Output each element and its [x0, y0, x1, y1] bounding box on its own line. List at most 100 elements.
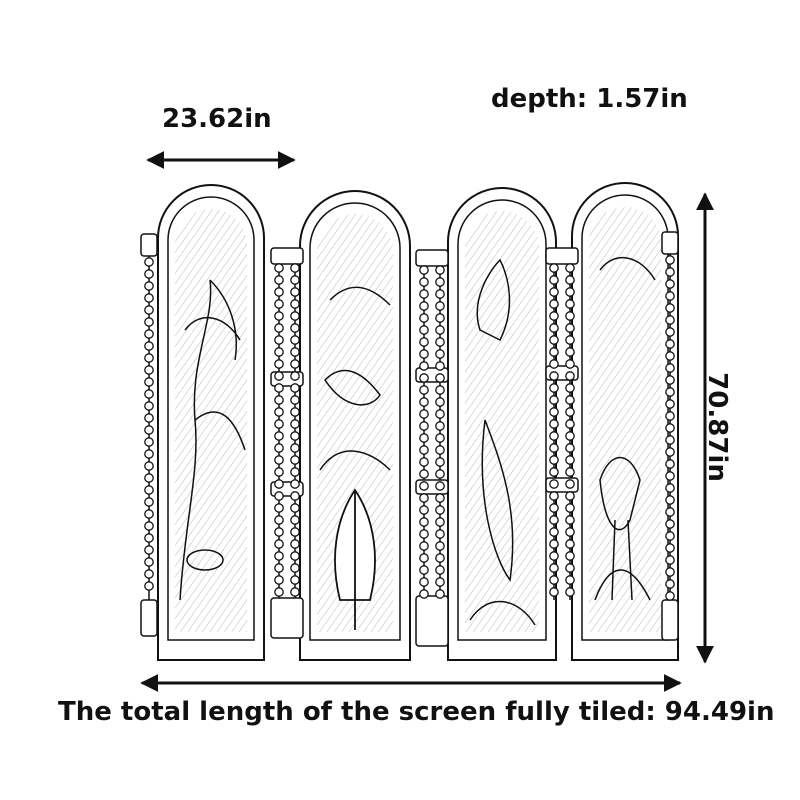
bead	[419, 517, 429, 527]
total-length-label: The total length of the screen fully til…	[58, 697, 775, 727]
bead	[274, 563, 284, 573]
bead	[665, 279, 675, 289]
bead	[565, 335, 575, 345]
bead	[274, 455, 284, 465]
bead	[290, 359, 300, 369]
bead	[665, 591, 675, 601]
bead	[144, 413, 154, 423]
bead	[565, 515, 575, 525]
bead	[549, 419, 559, 429]
bead	[419, 397, 429, 407]
bead	[549, 311, 559, 321]
bead	[290, 563, 300, 573]
bead	[290, 503, 300, 513]
bead	[565, 275, 575, 285]
bead	[274, 419, 284, 429]
bead	[435, 529, 445, 539]
bead	[290, 587, 300, 597]
bead	[290, 575, 300, 585]
bead	[665, 435, 675, 445]
bead	[419, 373, 429, 383]
bead	[435, 457, 445, 467]
bead	[144, 317, 154, 327]
bead	[565, 503, 575, 513]
bead	[435, 577, 445, 587]
bead	[290, 527, 300, 537]
bead	[144, 341, 154, 351]
bead	[419, 409, 429, 419]
bead	[565, 563, 575, 573]
bead	[435, 313, 445, 323]
bead	[549, 503, 559, 513]
bead	[274, 383, 284, 393]
depth-label: depth: 1.57in	[491, 84, 688, 114]
bead	[565, 311, 575, 321]
bead	[565, 371, 575, 381]
bead	[565, 443, 575, 453]
bead	[665, 579, 675, 589]
bead	[565, 323, 575, 333]
bead	[290, 455, 300, 465]
bead	[565, 347, 575, 357]
bead	[419, 433, 429, 443]
bead	[274, 323, 284, 333]
bead	[274, 395, 284, 405]
bead	[549, 479, 559, 489]
bead	[665, 471, 675, 481]
bead	[144, 581, 154, 591]
bead	[419, 385, 429, 395]
bead	[435, 373, 445, 383]
bead	[565, 551, 575, 561]
bead	[419, 337, 429, 347]
bead	[419, 565, 429, 575]
bead	[274, 539, 284, 549]
bead	[565, 527, 575, 537]
bead	[290, 287, 300, 297]
bead	[290, 371, 300, 381]
screen-panel-3	[447, 187, 557, 661]
bead	[144, 281, 154, 291]
bead	[290, 311, 300, 321]
bead	[435, 565, 445, 575]
bead	[419, 301, 429, 311]
bead	[290, 467, 300, 477]
bead	[665, 351, 675, 361]
bead	[435, 397, 445, 407]
bead	[290, 263, 300, 273]
bead	[144, 449, 154, 459]
bead	[549, 263, 559, 273]
bead	[549, 335, 559, 345]
bead	[565, 539, 575, 549]
bead	[419, 469, 429, 479]
bead	[144, 509, 154, 519]
bead	[144, 485, 154, 495]
bead	[565, 431, 575, 441]
bead	[419, 541, 429, 551]
bead	[274, 359, 284, 369]
screen-panel-2	[299, 190, 411, 661]
bead	[549, 383, 559, 393]
bead	[290, 335, 300, 345]
bead	[144, 293, 154, 303]
bead	[274, 263, 284, 273]
bead	[665, 459, 675, 469]
bead	[565, 383, 575, 393]
bead	[419, 445, 429, 455]
bead	[144, 389, 154, 399]
bead	[665, 543, 675, 553]
bead	[665, 303, 675, 313]
bead	[565, 467, 575, 477]
bead	[565, 359, 575, 369]
panel-width-label: 23.62in	[162, 104, 272, 134]
bead	[144, 461, 154, 471]
bead	[435, 337, 445, 347]
bead	[419, 349, 429, 359]
bead	[565, 263, 575, 273]
bead	[435, 493, 445, 503]
bead	[435, 553, 445, 563]
bead	[144, 569, 154, 579]
bead	[144, 497, 154, 507]
bead	[435, 481, 445, 491]
